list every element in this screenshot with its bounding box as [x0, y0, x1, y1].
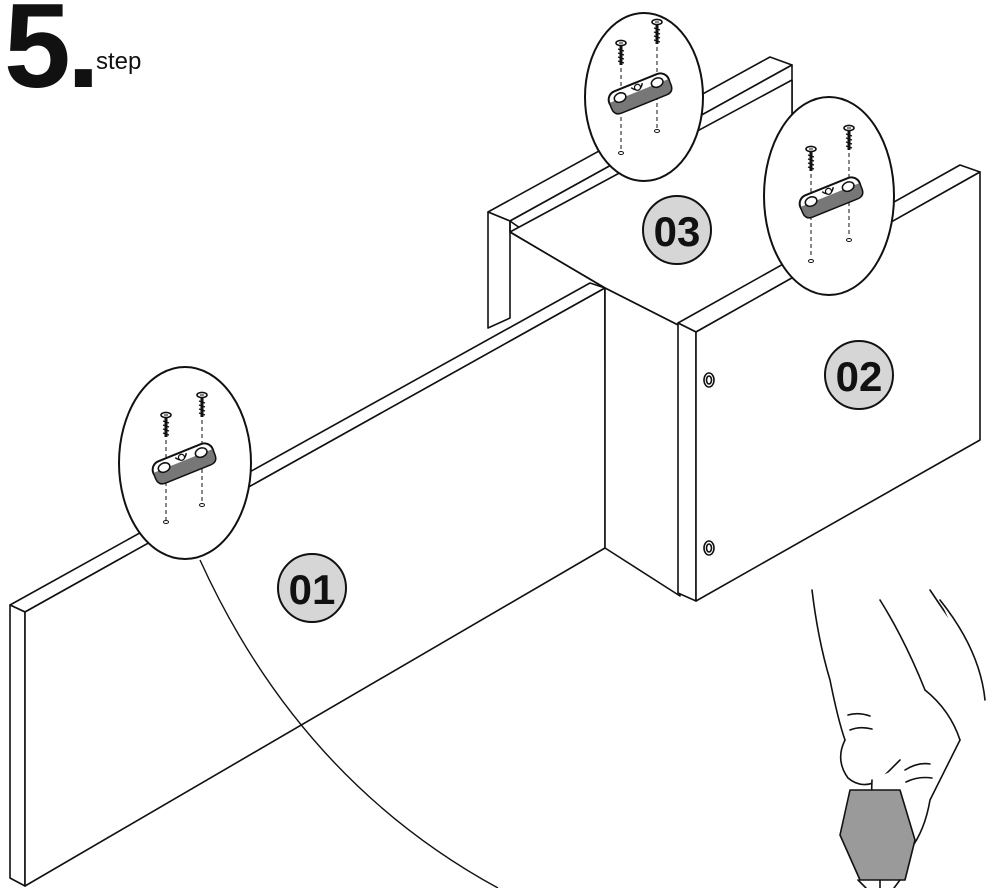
badge-label-02: 02 [836, 353, 883, 400]
badge-label-03: 03 [654, 208, 701, 255]
detail-bubble-top [585, 13, 703, 181]
hand-with-screwdriver [812, 590, 985, 888]
badge-label-01: 01 [289, 566, 336, 613]
side-block [605, 288, 680, 596]
detail-bubble-right [764, 97, 894, 295]
badge-panel-02: 02 [825, 341, 893, 409]
badge-panel-01: 01 [278, 554, 346, 622]
detail-bubble-left [119, 367, 251, 559]
badge-panel-03: 03 [643, 196, 711, 264]
